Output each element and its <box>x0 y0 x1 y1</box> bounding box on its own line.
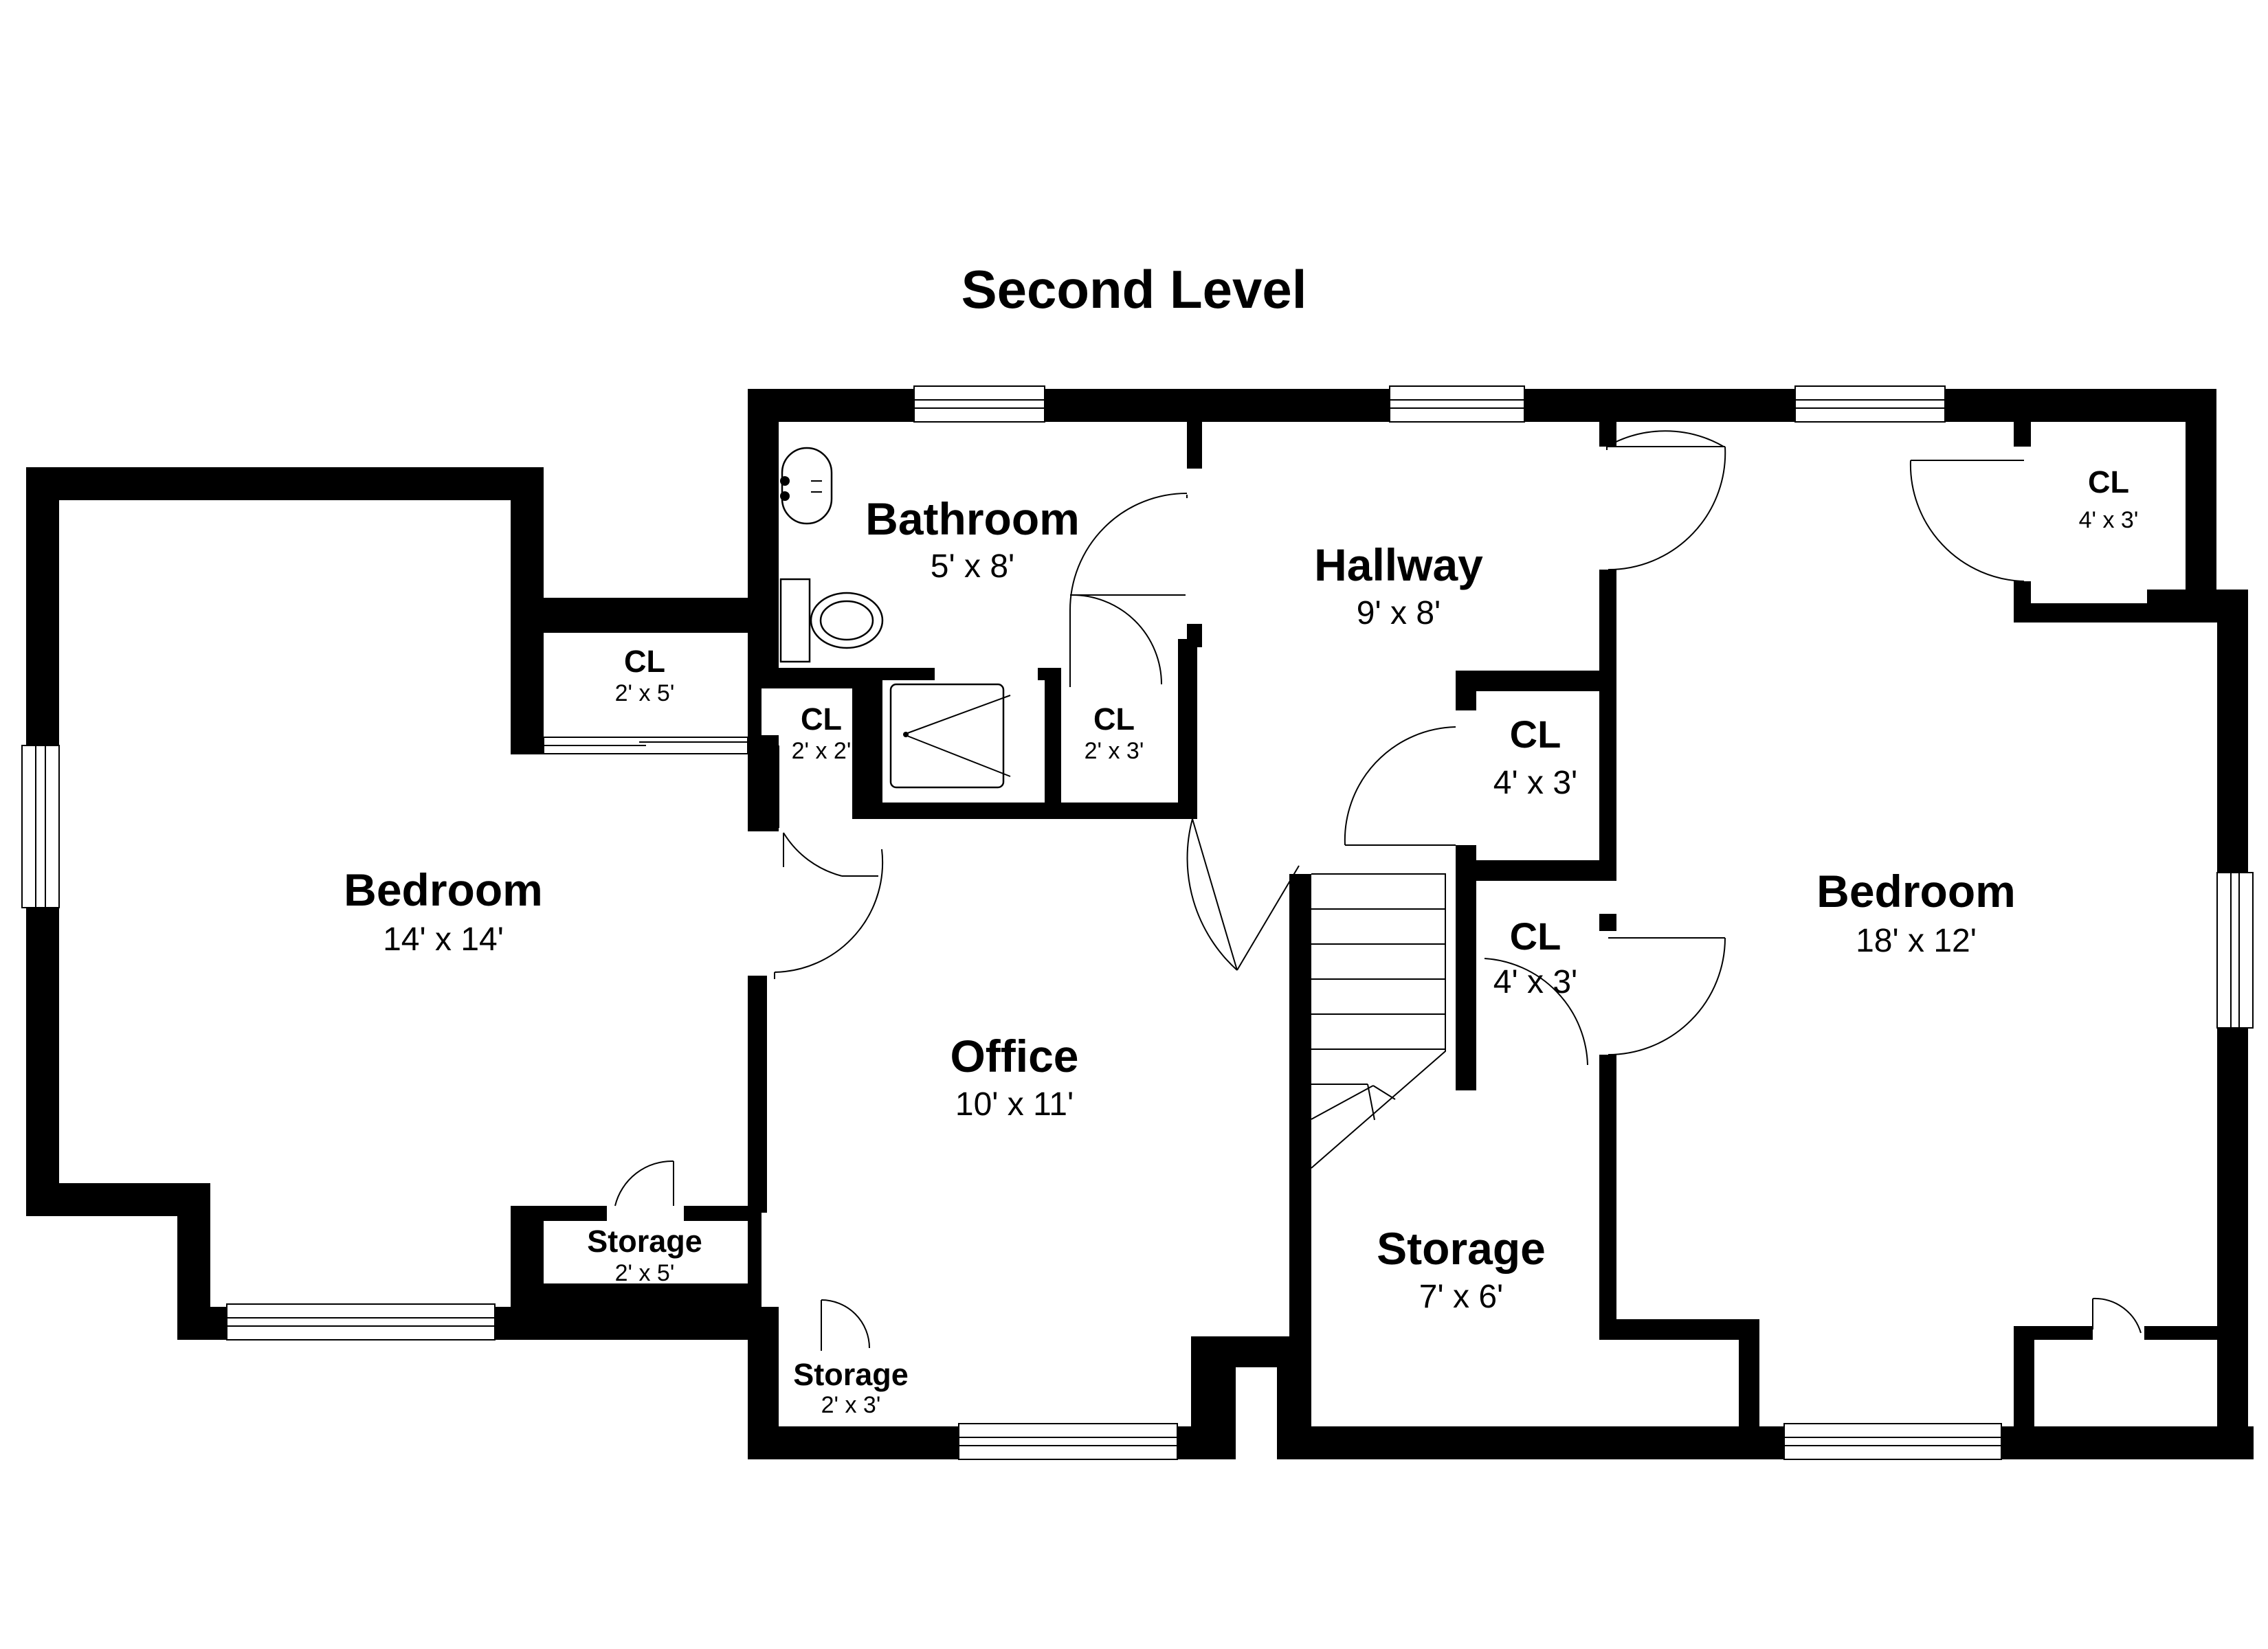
room-dimensions: 4' x 3' <box>2079 507 2139 533</box>
room-dimensions: 7' x 6' <box>1419 1279 1503 1315</box>
room-cl-hall-upper: CL 4' x 3' <box>1493 713 1577 801</box>
windows <box>21 385 2254 1460</box>
window-icon <box>1389 385 1525 423</box>
room-cl-bath-right: CL 2' x 3' <box>1085 702 1144 764</box>
room-name: Bedroom <box>344 864 543 915</box>
shower-icon <box>889 683 1011 789</box>
toilet-icon <box>779 578 884 663</box>
room-name: Storage <box>587 1224 702 1259</box>
room-cl-left: CL 2' x 5' <box>615 644 675 706</box>
door-swing-icon <box>1909 460 2025 582</box>
room-bedroom-right: Bedroom 18' x 12' <box>1816 866 2016 959</box>
room-dimensions: 2' x 3' <box>821 1392 881 1418</box>
window-icon <box>543 737 748 754</box>
window-icon <box>21 745 60 908</box>
doors <box>614 430 2142 1351</box>
room-dimensions: 2' x 2' <box>792 738 852 764</box>
bathtub-icon <box>780 447 833 525</box>
room-name: CL <box>1510 713 1561 756</box>
room-dimensions: 10' x 11' <box>955 1086 1074 1123</box>
room-name: CL <box>624 644 665 679</box>
room-name: CL <box>1093 702 1135 737</box>
room-dimensions: 4' x 3' <box>1493 964 1577 1000</box>
room-dimensions: 2' x 5' <box>615 680 675 706</box>
door-swing-icon <box>1069 493 1188 687</box>
window-icon <box>1783 1423 2002 1460</box>
room-name: Office <box>950 1031 1078 1081</box>
door-swing-icon <box>774 849 884 979</box>
door-swing-icon <box>1069 594 1186 685</box>
door-swing-icon <box>1606 430 1726 571</box>
door-swing-icon <box>1186 818 1300 971</box>
room-name: CL <box>2088 464 2129 500</box>
room-bathroom: Bathroom 5' x 8' <box>865 493 1080 585</box>
room-name: CL <box>1510 915 1561 958</box>
room-dimensions: 2' x 3' <box>1085 738 1144 764</box>
room-name: Storage <box>1377 1223 1546 1274</box>
room-dimensions: 18' x 12' <box>1856 923 1977 959</box>
room-dimensions: 9' x 8' <box>1357 595 1441 631</box>
room-cl-bath-small: CL 2' x 2' <box>792 702 852 764</box>
plan-title: Second Level <box>961 259 1307 319</box>
sink-icon <box>811 480 822 493</box>
door-swing-icon <box>1484 937 1726 1066</box>
room-name: Bedroom <box>1816 866 2016 917</box>
window-icon <box>958 1423 1178 1460</box>
room-name: CL <box>801 702 842 737</box>
window-icon <box>1794 385 1946 423</box>
room-dimensions: 4' x 3' <box>1493 765 1577 801</box>
bathroom-fixtures <box>779 447 1011 789</box>
room-cl-hall-lower: CL 4' x 3' <box>1493 915 1577 1000</box>
window-icon <box>226 1303 496 1340</box>
room-name: Hallway <box>1314 539 1483 590</box>
room-name: Bathroom <box>865 493 1080 544</box>
door-swing-icon <box>2092 1297 2142 1334</box>
room-dimensions: 2' x 5' <box>615 1260 675 1286</box>
room-storage-office: Storage 2' x 3' <box>793 1357 909 1418</box>
room-labels: Bedroom 14' x 14' CL 2' x 5' Storage 2' … <box>344 464 2138 1418</box>
door-swing-icon <box>783 832 878 877</box>
room-dimensions: 5' x 8' <box>931 548 1014 585</box>
door-swing-icon <box>1344 726 1456 846</box>
room-storage-center: Storage 7' x 6' <box>1377 1223 1546 1315</box>
room-office: Office 10' x 11' <box>950 1031 1078 1123</box>
door-swing-icon <box>821 1299 870 1351</box>
room-storage-left: Storage 2' x 5' <box>587 1224 702 1286</box>
stairs-icon <box>1311 873 1446 1169</box>
room-name: Storage <box>793 1357 909 1392</box>
room-cl-right: CL 4' x 3' <box>2079 464 2139 533</box>
window-icon <box>913 385 1045 423</box>
window-icon <box>2216 872 2254 1029</box>
door-swing-icon <box>614 1160 674 1207</box>
room-dimensions: 14' x 14' <box>383 921 504 958</box>
room-hallway: Hallway 9' x 8' <box>1314 539 1483 631</box>
room-bedroom-left: Bedroom 14' x 14' <box>344 864 543 958</box>
